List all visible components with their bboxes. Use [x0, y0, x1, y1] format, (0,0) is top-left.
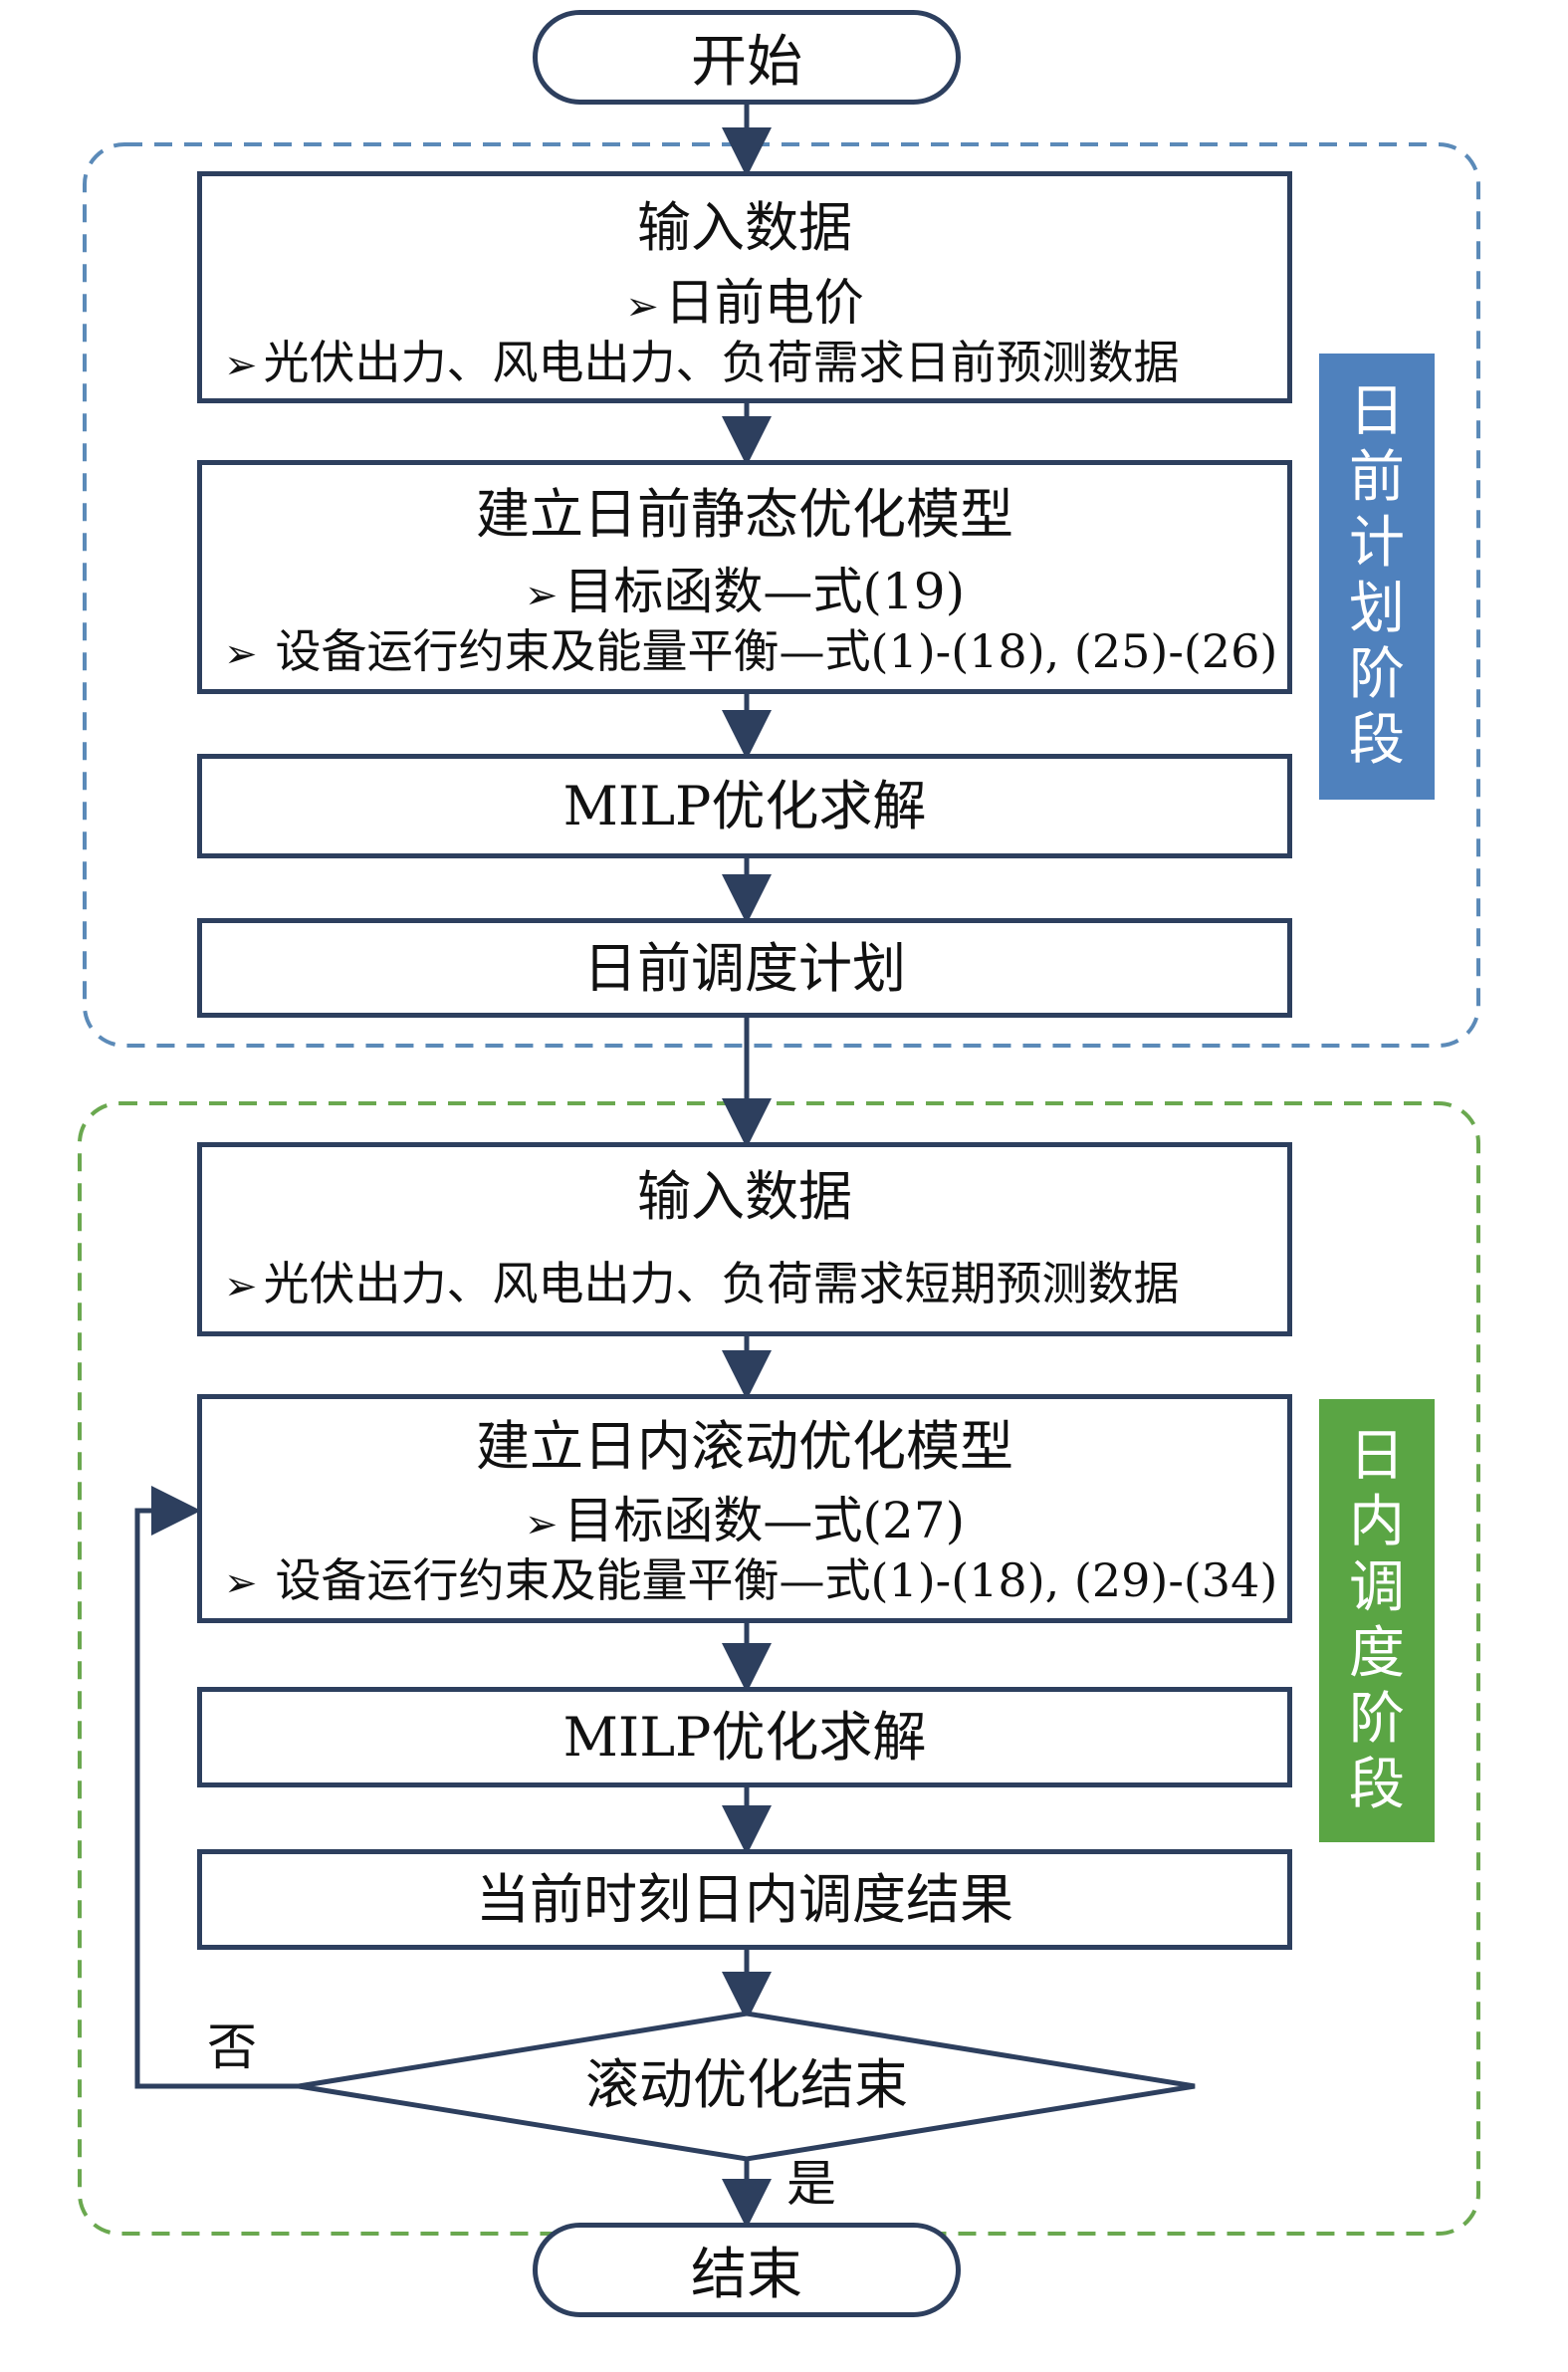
intraday-model-item: ➢设备运行约束及能量平衡—式(1)-(18), (29)-(34) [224, 1553, 1278, 1607]
end-label: 结束 [691, 2243, 802, 2307]
day-ahead-input-item: ➢日前电价 [625, 274, 864, 332]
day-ahead-model-item: ➢目标函数—式(19) [524, 563, 966, 620]
start-terminal: 开始 [533, 10, 961, 105]
intraday-input-item: ➢光伏出力、风电出力、负荷需求短期预测数据 [224, 1257, 1180, 1310]
intraday-solve-label: MILP优化求解 [562, 1706, 927, 1769]
arrow-bullet-icon: ➢ [625, 284, 659, 330]
intraday-stage-label: 日内调度阶段 [1319, 1399, 1435, 1842]
arrow-bullet-icon: ➢ [224, 631, 258, 677]
day-ahead-model-title: 建立日前静态优化模型 [476, 483, 1013, 546]
day-ahead-input-box: 输入数据 ➢日前电价 ➢光伏出力、风电出力、负荷需求日前预测数据 [197, 171, 1292, 403]
start-label: 开始 [691, 30, 802, 95]
day-ahead-frame [83, 142, 1480, 1048]
intraday-model-item: ➢目标函数—式(27) [524, 1492, 966, 1549]
no-branch-label: 否 [207, 2018, 257, 2076]
arrow-bullet-icon: ➢ [224, 1264, 258, 1309]
loop-back-connector [134, 1486, 299, 2089]
decision-label: 滚动优化结束 [585, 2053, 908, 2116]
intraday-solve-box: MILP优化求解 [197, 1687, 1292, 1787]
day-ahead-solve-box: MILP优化求解 [197, 754, 1292, 858]
yes-branch-label: 是 [786, 2155, 836, 2213]
day-ahead-model-item: ➢设备运行约束及能量平衡—式(1)-(18), (25)-(26) [224, 624, 1278, 678]
intraday-model-title: 建立日内滚动优化模型 [476, 1415, 1013, 1478]
end-terminal: 结束 [533, 2223, 961, 2317]
intraday-input-title: 输入数据 [637, 1165, 852, 1228]
intraday-input-box: 输入数据 ➢光伏出力、风电出力、负荷需求短期预测数据 [197, 1142, 1292, 1336]
day-ahead-stage-label: 日前计划阶段 [1319, 354, 1435, 800]
arrow-bullet-icon: ➢ [524, 573, 559, 618]
day-ahead-plan-box: 日前调度计划 [197, 918, 1292, 1018]
intraday-result-label: 当前时刻日内调度结果 [476, 1868, 1013, 1931]
day-ahead-plan-label: 日前调度计划 [583, 937, 906, 1000]
day-ahead-input-item: ➢光伏出力、风电出力、负荷需求日前预测数据 [224, 336, 1180, 389]
intraday-result-box: 当前时刻日内调度结果 [197, 1849, 1292, 1950]
arrow-bullet-icon: ➢ [224, 343, 258, 388]
intraday-model-box: 建立日内滚动优化模型 ➢目标函数—式(27) ➢设备运行约束及能量平衡—式(1)… [197, 1394, 1292, 1623]
day-ahead-model-box: 建立日前静态优化模型 ➢目标函数—式(19) ➢设备运行约束及能量平衡—式(1)… [197, 460, 1292, 694]
day-ahead-input-title: 输入数据 [637, 196, 852, 259]
day-ahead-solve-label: MILP优化求解 [562, 775, 927, 837]
arrow-bullet-icon: ➢ [524, 1502, 559, 1547]
decision-diamond [298, 2011, 1196, 2162]
arrow-bullet-icon: ➢ [224, 1560, 258, 1606]
